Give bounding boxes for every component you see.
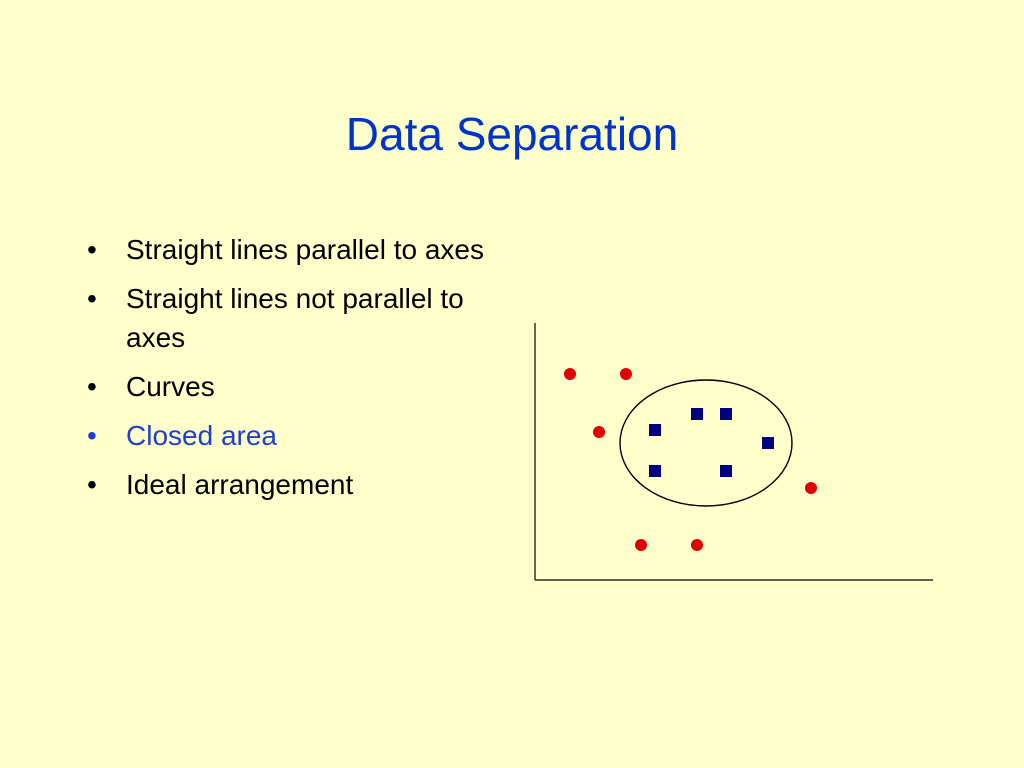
bullet-dot: •	[87, 420, 97, 451]
bullet-text: Straight lines parallel to axes	[126, 234, 484, 265]
bullet-item-non-parallel-lines: • Straight lines not parallel to axes	[84, 279, 494, 357]
outside-point	[620, 368, 632, 380]
bullet-text: Curves	[126, 371, 215, 402]
bullet-item-parallel-lines: • Straight lines parallel to axes	[84, 230, 494, 269]
inside-point	[691, 408, 703, 420]
outside-point	[805, 482, 817, 494]
outside-point	[691, 539, 703, 551]
bullet-item-ideal-arrangement: • Ideal arrangement	[84, 465, 494, 504]
bullet-list: • Straight lines parallel to axes • Stra…	[84, 230, 494, 514]
bullet-item-closed-area: • Closed area	[84, 416, 494, 455]
bullet-dot: •	[87, 283, 97, 314]
bullet-text: Ideal arrangement	[126, 469, 354, 500]
inside-point	[762, 437, 774, 449]
closed-area-boundary	[619, 379, 793, 507]
outside-point	[564, 368, 576, 380]
outside-point	[593, 426, 605, 438]
bullet-dot: •	[87, 469, 97, 500]
slide-title: Data Separation	[345, 108, 679, 160]
bullet-dot: •	[87, 234, 97, 265]
bullet-item-curves: • Curves	[84, 367, 494, 406]
bullet-dot: •	[87, 371, 97, 402]
inside-point	[649, 424, 661, 436]
outside-point	[635, 539, 647, 551]
bullet-text: Closed area	[126, 420, 277, 451]
inside-point	[720, 465, 732, 477]
inside-point	[720, 408, 732, 420]
bullet-text: Straight lines not parallel to axes	[126, 283, 464, 353]
scatter-figure	[534, 323, 933, 581]
inside-point	[649, 465, 661, 477]
